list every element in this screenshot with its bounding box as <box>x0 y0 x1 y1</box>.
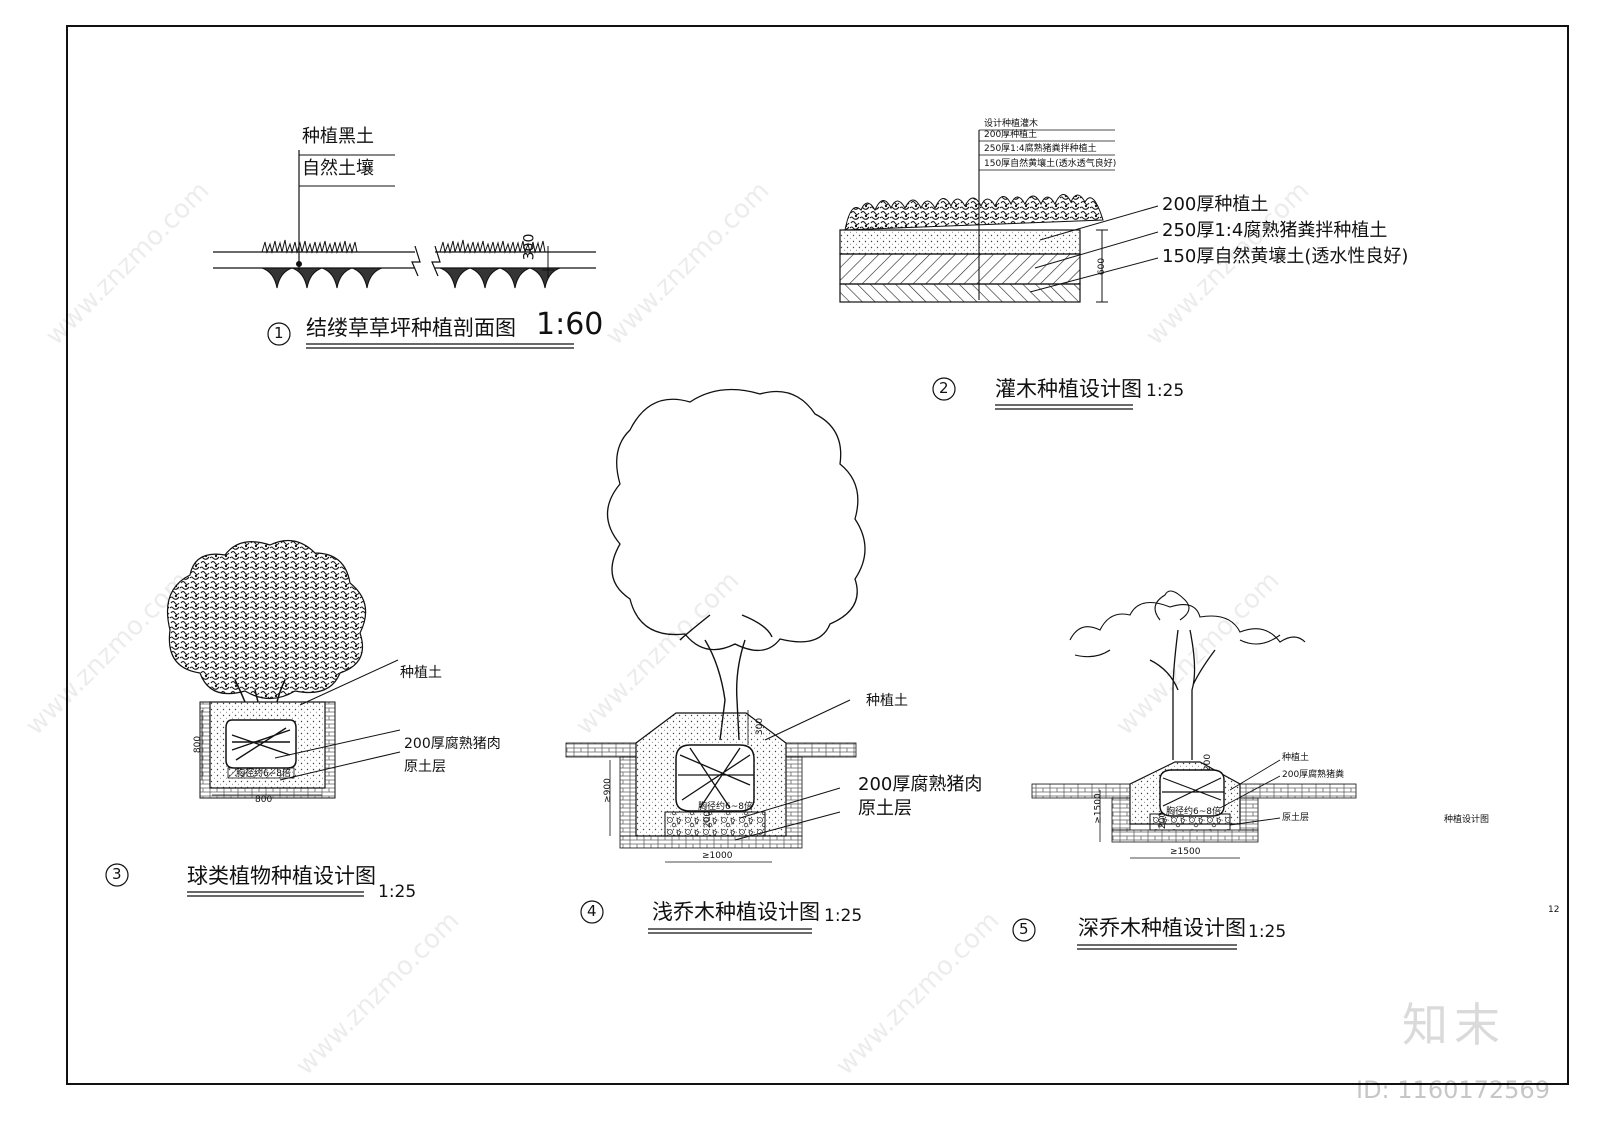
shrub-layer-label: 250厚1:4腐熟猪粪拌种植土 <box>1162 220 1388 241</box>
deep-tree-dimension: ≥1500 <box>1093 793 1104 824</box>
page-number: 12 <box>1548 905 1560 915</box>
sheet-border <box>66 25 1569 1085</box>
shallow-tree-diagram-title: 浅乔木种植设计图 <box>652 900 820 924</box>
deep-tree-label: 种植土 <box>1282 753 1310 763</box>
lawn-diagram-title: 结缕草草坪种植剖面图 <box>306 316 516 340</box>
shrub-layer-label: 200厚种植土 <box>1162 194 1269 215</box>
ball-label: 200厚腐熟猪肉 <box>404 736 501 752</box>
shallow-tree-dimension: ≥1000 <box>702 851 733 861</box>
shrub-diagram-scale: 1:25 <box>1146 381 1185 401</box>
shallow-tree-dimension: ≥900 <box>602 778 613 803</box>
deep-tree-section <box>1012 590 1357 950</box>
ball-dimension: 800 <box>255 795 273 805</box>
ball-label: 种植土 <box>400 665 442 681</box>
shallow-tree-label: 原土层 <box>858 798 912 819</box>
shallow-tree-diagram-scale: 1:25 <box>824 906 863 926</box>
lawn-diagram-number: 1 <box>274 324 284 342</box>
lawn-diagram-scale: 1:60 <box>536 307 604 342</box>
shrub-small-note: 200厚种植土 <box>984 130 1038 140</box>
shallow-tree-section <box>565 388 866 934</box>
deep-tree-dimension: 200 <box>1203 753 1214 772</box>
deep-tree-diagram-scale: 1:25 <box>1248 922 1287 942</box>
ball-diagram-title: 球类植物种植设计图 <box>187 864 376 888</box>
ball-plant-section <box>105 539 401 897</box>
deep-tree-root-note: 胸径约6~8倍 <box>1166 807 1221 817</box>
shrub-small-note: 150厚自然黄壤土(透水透气良好) <box>984 159 1117 169</box>
deep-tree-label: 200厚腐熟猪粪 <box>1282 770 1345 780</box>
shallow-tree-diagram-number: 4 <box>587 902 597 920</box>
ball-diagram-scale: 1:25 <box>378 882 417 902</box>
ball-label: 原土层 <box>404 759 446 775</box>
shrub-small-note: 250厚1:4腐熟猪粪拌种植土 <box>984 144 1097 154</box>
lawn-section <box>213 150 596 349</box>
ball-root-note: 胸径约6~8倍 <box>236 769 291 779</box>
shallow-tree-dimension: 300 <box>755 717 766 736</box>
shrub-layer-label: 150厚自然黄壤土(透水性良好) <box>1162 246 1409 267</box>
deep-tree-side-note: 种植设计图 <box>1444 815 1490 825</box>
deep-tree-dimension: ≥1500 <box>1170 847 1201 857</box>
deep-tree-label: 原土层 <box>1282 813 1310 823</box>
shrub-diagram-number: 2 <box>939 379 949 397</box>
watermark-brand: 知末 <box>1402 998 1506 1052</box>
shallow-tree-root-note: 胸径约6~8倍 <box>698 802 753 812</box>
ball-diagram-number: 3 <box>112 865 122 883</box>
lawn-layer-label: 自然土壤 <box>302 158 374 179</box>
shallow-tree-label: 种植土 <box>866 693 908 709</box>
ball-dimension: 800 <box>193 735 204 754</box>
shrub-small-note: 设计种植灌木 <box>984 119 1039 129</box>
shallow-tree-dimension: 200 <box>703 810 714 829</box>
shrub-dimension: 600 <box>1097 257 1108 276</box>
deep-tree-diagram-number: 5 <box>1019 920 1029 938</box>
deep-tree-diagram-title: 深乔木种植设计图 <box>1078 916 1246 940</box>
lawn-layer-label: 种植黑土 <box>302 126 374 147</box>
lawn-dimension: 300 <box>521 233 538 261</box>
shallow-tree-label: 200厚腐熟猪肉 <box>858 774 983 795</box>
shrub-section <box>839 129 1159 410</box>
shrub-diagram-title: 灌木种植设计图 <box>995 377 1142 401</box>
watermark-id: ID: 1160172569 <box>1356 1076 1550 1104</box>
